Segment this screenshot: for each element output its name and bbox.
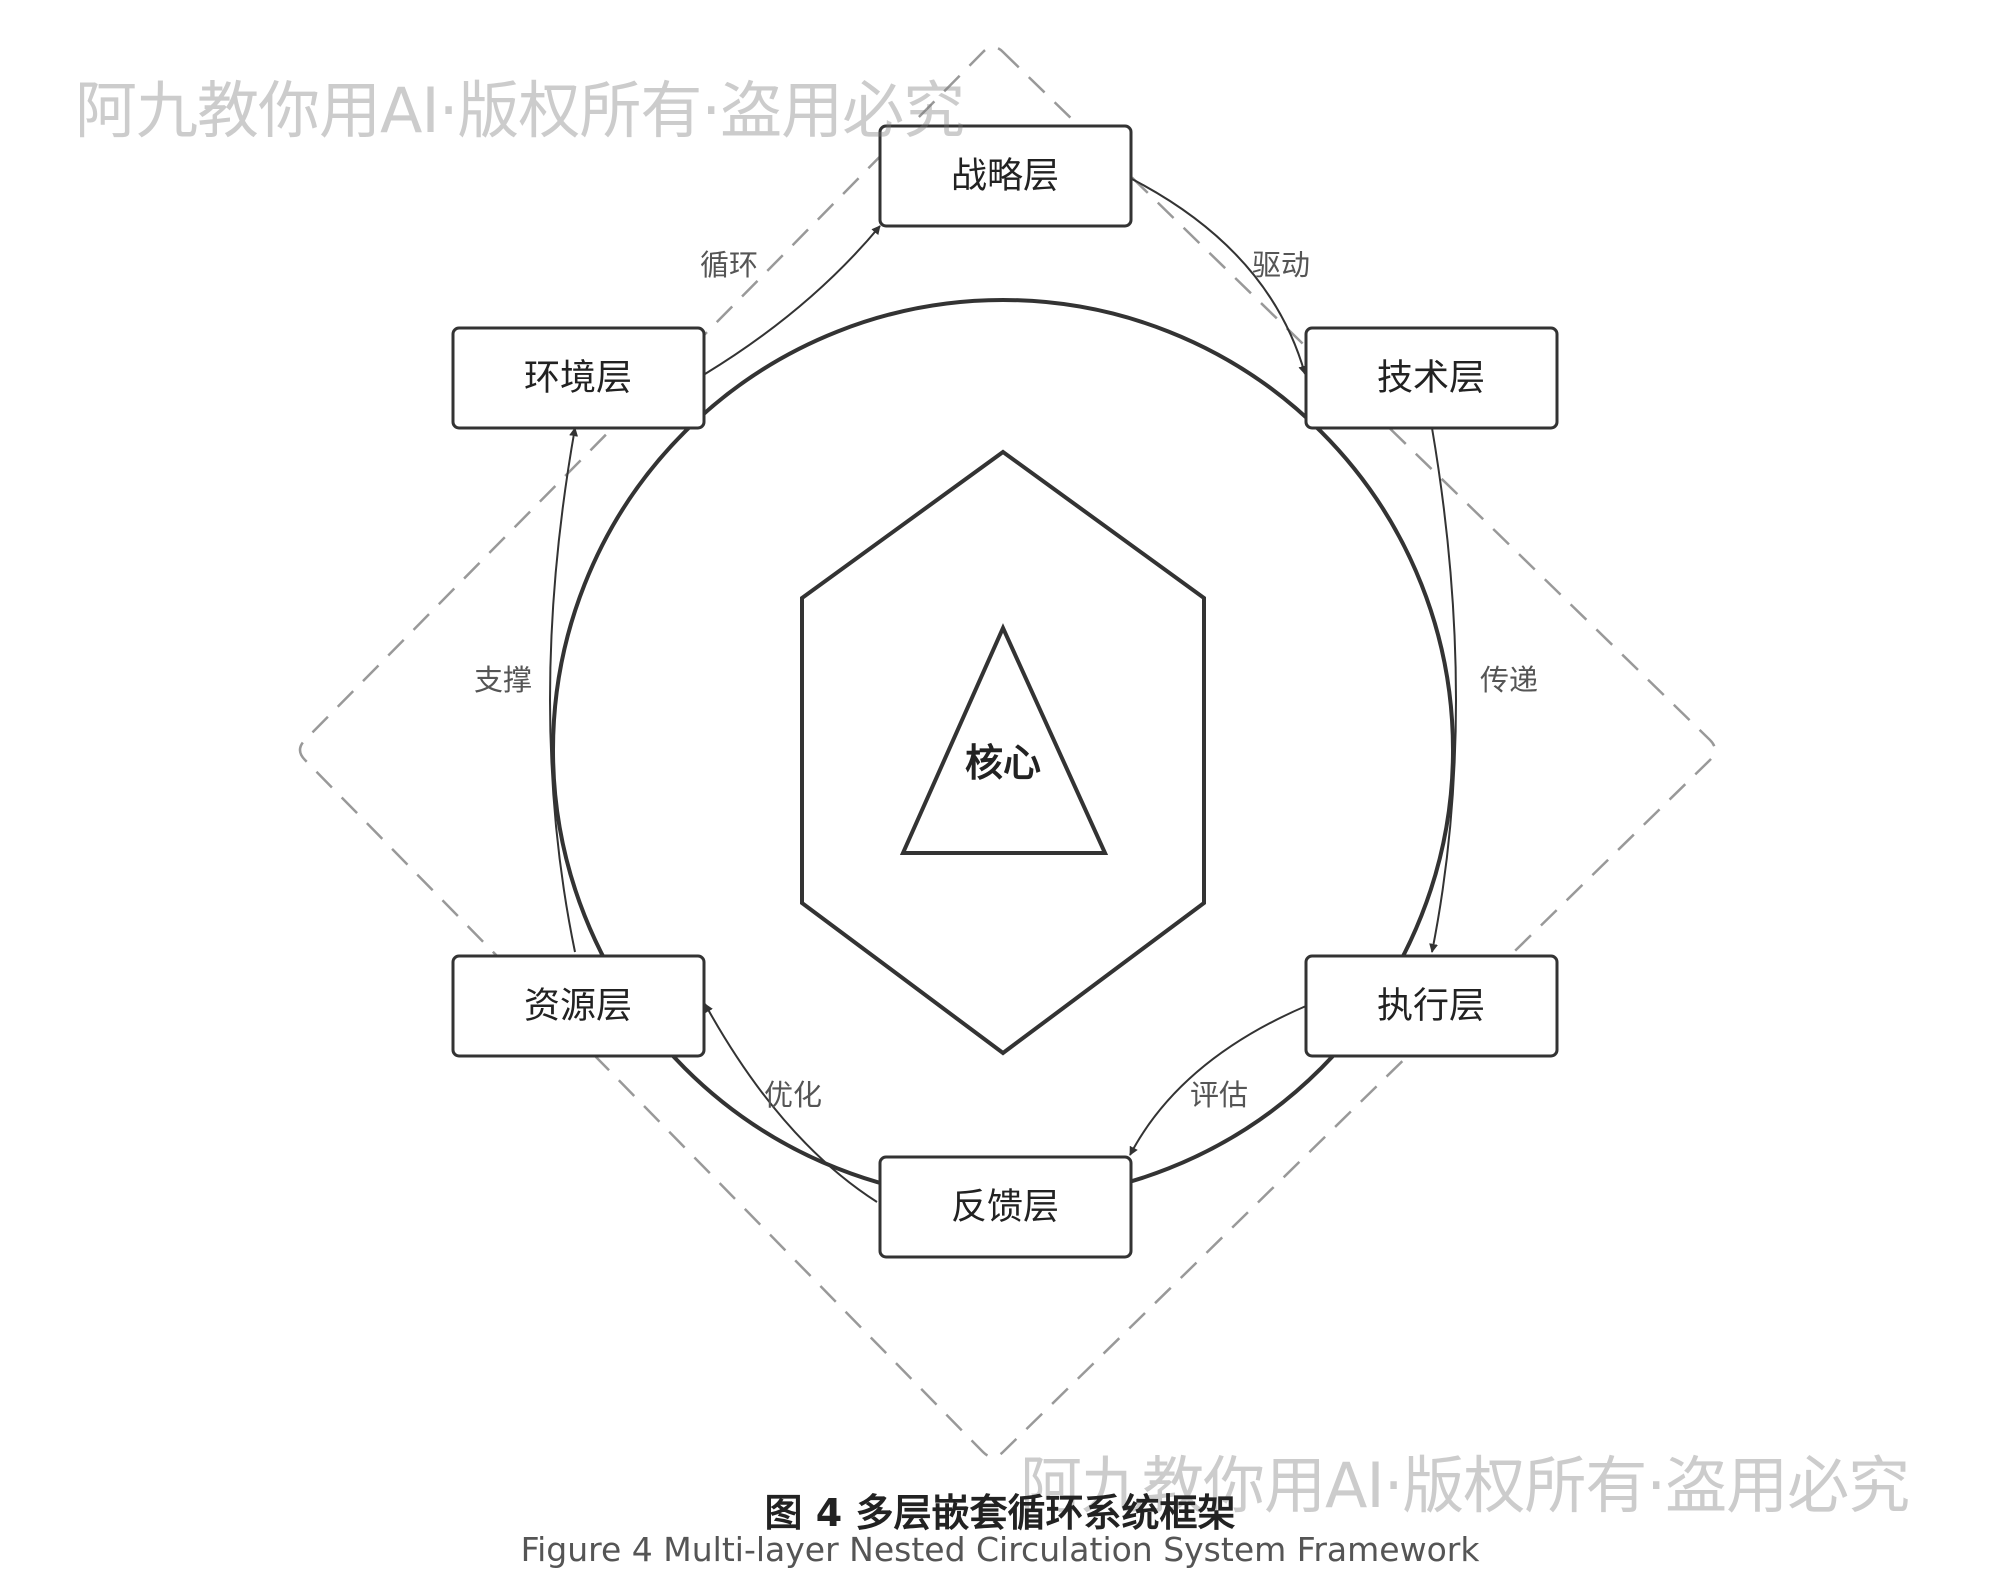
edge-label-support: 支撑: [474, 663, 532, 697]
figure-caption-en: Figure 4 Multi-layer Nested Circulation …: [520, 1530, 1480, 1569]
edge-label-transmit: 传递: [1480, 663, 1538, 697]
edge-label-cycle: 循环: [700, 248, 758, 282]
node-technology-label: 技术层: [1377, 358, 1485, 399]
node-technology: 技术层: [1304, 326, 1559, 430]
edge-feedback-resource: [704, 1003, 878, 1203]
core-label: 核心: [965, 741, 1041, 785]
figure-caption-zh: 图 4 多层嵌套循环系统框架: [764, 1491, 1236, 1535]
edge-label-evaluate: 评估: [1190, 1078, 1248, 1112]
dashed-diamond: [298, 45, 1717, 1459]
node-feedback: 反馈层: [878, 1155, 1133, 1259]
inner-hexagon: [800, 449, 1206, 1056]
node-strategy: 战略层: [878, 124, 1133, 228]
node-environment: 环境层: [451, 326, 706, 430]
edge-execution-feedback: [1129, 1005, 1307, 1156]
edge-label-drive: 驱动: [1252, 248, 1310, 282]
node-resource-label: 资源层: [524, 986, 632, 1027]
watermark-top: 阿九教你用AI·版权所有·盗用必究: [75, 74, 965, 147]
node-execution-label: 执行层: [1377, 986, 1485, 1027]
edge-technology-execution: [1429, 427, 1457, 953]
core-triangle: [899, 623, 1109, 855]
node-environment-label: 环境层: [524, 358, 632, 399]
edge-strategy-technology: [1129, 177, 1308, 375]
node-strategy-label: 战略层: [951, 156, 1059, 197]
edge-label-optimize: 优化: [764, 1078, 822, 1112]
edge-environment-strategy: [704, 225, 881, 375]
node-execution: 执行层: [1304, 954, 1559, 1058]
watermark-bottom: 阿九教你用AI·版权所有·盗用必究: [1020, 1449, 1910, 1522]
edge-resource-environment: [549, 427, 579, 953]
node-feedback-label: 反馈层: [951, 1187, 1059, 1228]
node-resource: 资源层: [451, 954, 706, 1058]
